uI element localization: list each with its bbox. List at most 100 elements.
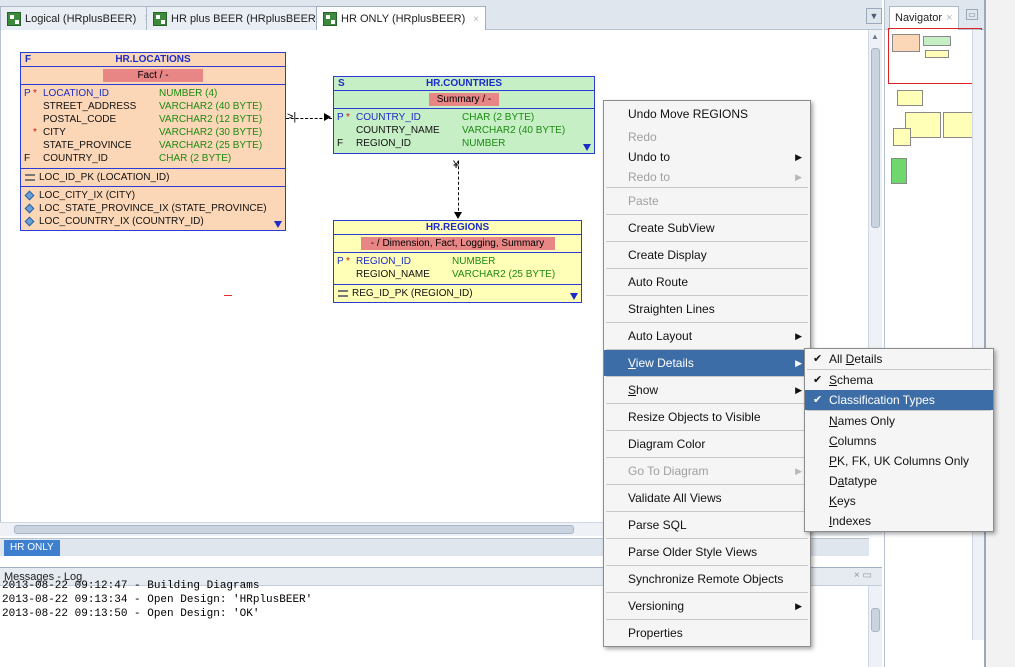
submenu-item-columns[interactable]: Columns <box>805 431 993 451</box>
navigator-tab[interactable]: Navigator× <box>889 6 959 30</box>
menu-item-parse-older-style-views[interactable]: Parse Older Style Views <box>604 539 810 565</box>
menu-separator <box>606 565 808 566</box>
menu-item-versioning[interactable]: Versioning ▶ <box>604 593 810 619</box>
submenu-item-keys[interactable]: Keys <box>805 491 993 511</box>
menu-item-straighten-lines[interactable]: Straighten Lines <box>604 296 810 322</box>
menu-item-properties[interactable]: Properties <box>604 620 810 646</box>
index-icon <box>24 203 35 214</box>
menu-item-resize-objects-to-visible[interactable]: Resize Objects to Visible <box>604 404 810 430</box>
submenu-arrow-icon: ▶ <box>795 172 802 182</box>
tab-hr-plus-beer[interactable]: HR plus BEER (HRplusBEER) × <box>146 6 341 30</box>
menu-item-label: Create SubView <box>628 221 715 235</box>
log-line: 2013-08-22 09:13:50 - Open Design: 'OK' <box>2 608 260 620</box>
index-list: LOC_CITY_IX (CITY) LOC_STATE_PROVINCE_IX… <box>21 187 285 230</box>
selection-mark <box>224 295 232 296</box>
entity-header: HR.REGIONS <box>334 221 581 235</box>
minimize-icon[interactable]: ▭ <box>966 9 978 20</box>
messages-scrollbar[interactable] <box>868 586 882 667</box>
menu-item-undo-to[interactable]: Undo to▶ <box>604 147 810 167</box>
menu-item-validate-all-views[interactable]: Validate All Views <box>604 485 810 511</box>
thumb-locations <box>892 34 920 52</box>
submenu-arrow-icon: ▶ <box>795 601 802 611</box>
menu-item-view-details[interactable]: View Details▶ <box>604 350 810 376</box>
submenu-arrow-icon: ▶ <box>795 152 802 162</box>
thumb-entity <box>897 90 923 106</box>
menu-separator <box>606 241 808 242</box>
menu-item-paste: Paste <box>604 188 810 214</box>
thumb-entity <box>943 112 977 138</box>
submenu-item-all-details[interactable]: ✔All Details <box>805 349 993 369</box>
tab-hr-only-diagram[interactable]: HR ONLY <box>4 540 60 556</box>
menu-item-show[interactable]: Show ▶ <box>604 377 810 403</box>
submenu-item-pk-fk-uk-columns-only[interactable]: PK, FK, UK Columns Only <box>805 451 993 471</box>
menu-item-undo-move-regions[interactable]: Undo Move REGIONS <box>604 101 810 127</box>
submenu-item-classification-types[interactable]: ✔Classification Types <box>805 390 993 410</box>
scrollbar-thumb[interactable] <box>871 608 880 632</box>
menu-item-label: Parse SQL <box>628 518 687 532</box>
menu-item-label: Redo to <box>628 170 671 184</box>
menu-item-auto-layout[interactable]: Auto Layout▶ <box>604 323 810 349</box>
log-line: 2013-08-22 09:13:34 - Open Design: 'HRpl… <box>2 594 313 606</box>
menu-item-synchronize-remote-objects[interactable]: Synchronize Remote Objects <box>604 566 810 592</box>
navigator-scrollbar[interactable] <box>972 30 984 640</box>
close-icon[interactable]: × <box>473 13 480 25</box>
index-icon <box>24 216 35 227</box>
submenu-item-indexes[interactable]: Indexes <box>805 511 993 531</box>
minimize-icon[interactable]: ▭ <box>862 570 872 581</box>
tab-hr-only[interactable]: HR ONLY (HRplusBEER) × <box>316 6 487 31</box>
submenu-arrow-icon: ▶ <box>795 331 802 341</box>
tab-list-dropdown-button[interactable]: ▼ <box>866 8 882 24</box>
scrollbar-thumb[interactable] <box>14 525 574 534</box>
menu-item-label: Auto Route <box>628 275 689 289</box>
entity-hr-regions[interactable]: HR.REGIONS - / Dimension, Fact, Logging,… <box>333 220 582 303</box>
more-indicator-icon <box>274 221 282 228</box>
view-details-submenu: ✔All Details✔Schema✔Classification Types… <box>804 348 994 532</box>
menu-item-auto-route[interactable]: Auto Route <box>604 269 810 295</box>
thumb-entity <box>893 128 911 146</box>
menu-separator <box>606 511 808 512</box>
submenu-item-label: All Details <box>829 352 883 366</box>
index-row: LOC_STATE_PROVINCE_IX (STATE_PROVINCE) <box>21 202 285 215</box>
entity-type-flag: F <box>25 54 32 65</box>
close-icon[interactable]: × <box>853 570 860 581</box>
entity-title: HR.LOCATIONS <box>115 54 191 65</box>
submenu-item-datatype[interactable]: Datatype <box>805 471 993 491</box>
menu-item-create-subview[interactable]: Create SubView <box>604 215 810 241</box>
submenu-item-schema[interactable]: ✔Schema <box>805 370 993 390</box>
close-icon[interactable]: × <box>946 12 953 24</box>
submenu-arrow-icon: ▶ <box>795 358 802 368</box>
menu-item-label: Show <box>628 383 659 397</box>
tab-logical[interactable]: Logical (HRplusBEER) × <box>0 6 158 30</box>
tab-label: HR plus BEER (HRplusBEER) <box>171 12 320 25</box>
relation-line-countries-regions[interactable] <box>458 161 459 216</box>
tab-label: HR ONLY (HRplusBEER) <box>341 13 466 25</box>
menu-item-diagram-color[interactable]: Diagram Color <box>604 431 810 457</box>
menu-item-label: Versioning <box>628 599 685 613</box>
menu-item-label: Diagram Color <box>628 437 706 451</box>
submenu-arrow-icon: ▶ <box>795 385 802 395</box>
diagram-icon <box>323 12 337 26</box>
index-row: LOC_CITY_IX (CITY) <box>21 189 285 202</box>
key-list: LOC_ID_PK (LOCATION_ID) <box>21 169 285 187</box>
menu-item-go-to-diagram: Go To Diagram▶ <box>604 458 810 484</box>
entity-title: HR.COUNTRIES <box>425 78 503 89</box>
menu-item-label: Go To Diagram <box>628 464 709 478</box>
scrollbar-thumb[interactable] <box>871 48 880 228</box>
menu-item-create-display[interactable]: Create Display <box>604 242 810 268</box>
more-indicator-icon <box>583 144 591 151</box>
key-list: REG_ID_PK (REGION_ID) <box>334 285 581 302</box>
relation-line-countries-locations[interactable] <box>286 118 332 119</box>
menu-item-parse-sql[interactable]: Parse SQL <box>604 512 810 538</box>
key-row: LOC_ID_PK (LOCATION_ID) <box>21 171 285 184</box>
scroll-up-icon[interactable]: ▲ <box>871 32 879 41</box>
submenu-item-label: Columns <box>829 434 877 448</box>
submenu-item-names-only[interactable]: Names Only <box>805 411 993 431</box>
